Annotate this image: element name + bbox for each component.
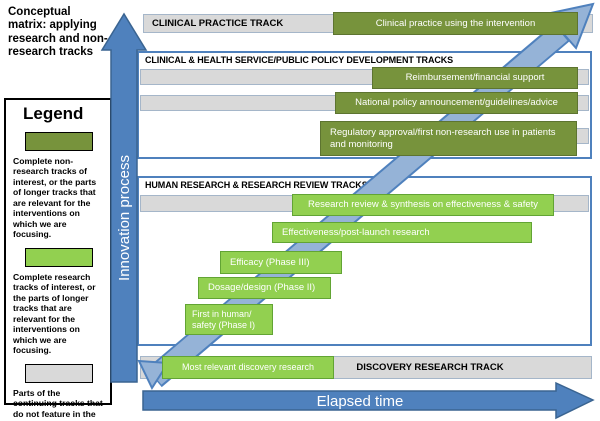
box-research-review: Research review & synthesis on effective… xyxy=(292,194,554,216)
box-dosage-phase2: Dosage/design (Phase II) xyxy=(198,277,331,299)
box-effectiveness: Effectiveness/post-launch research xyxy=(272,222,532,243)
policy-tracks-header: CLINICAL & HEALTH SERVICE/PUBLIC POLICY … xyxy=(145,55,454,65)
legend-item-text: Complete research tracks of interest, or… xyxy=(13,271,96,356)
human-research-header: HUMAN RESEARCH & RESEARCH REVIEW TRACKS xyxy=(145,180,368,190)
box-clinical-practice-using-intervention: Clinical practice using the intervention xyxy=(333,12,578,35)
box-efficacy-phase3: Efficacy (Phase III) xyxy=(220,251,342,274)
legend-item-text: Parts of the continuing tracks that do n… xyxy=(13,387,103,421)
legend-swatch-complete-non-research xyxy=(25,132,93,151)
box-first-in-human-phase1: First in human/ safety (Phase I) xyxy=(185,304,273,335)
box-national-policy: National policy announcement/guidelines/… xyxy=(335,92,578,114)
legend-panel: Legend Complete non-research tracks of i… xyxy=(4,98,112,421)
discovery-research-track-label: DISCOVERY RESEARCH TRACK xyxy=(356,362,504,373)
box-regulatory-approval: Regulatory approval/first non-research u… xyxy=(320,121,577,156)
elapsed-time-arrow: Elapsed time xyxy=(142,381,595,420)
box-reimbursement: Reimbursement/financial support xyxy=(372,67,578,89)
elapsed-time-label: Elapsed time xyxy=(317,393,404,410)
legend-item-text: Complete non-research tracks of interest… xyxy=(13,156,97,240)
legend-swatch-continuing-tracks xyxy=(25,363,93,383)
figure-title: Conceptual matrix: applying research and… xyxy=(8,6,108,59)
legend-title: Legend xyxy=(23,104,84,123)
box-most-relevant-discovery: Most relevant discovery research xyxy=(162,356,334,379)
legend-swatch-complete-research xyxy=(25,247,93,267)
innovation-process-label: Innovation process xyxy=(116,155,133,281)
